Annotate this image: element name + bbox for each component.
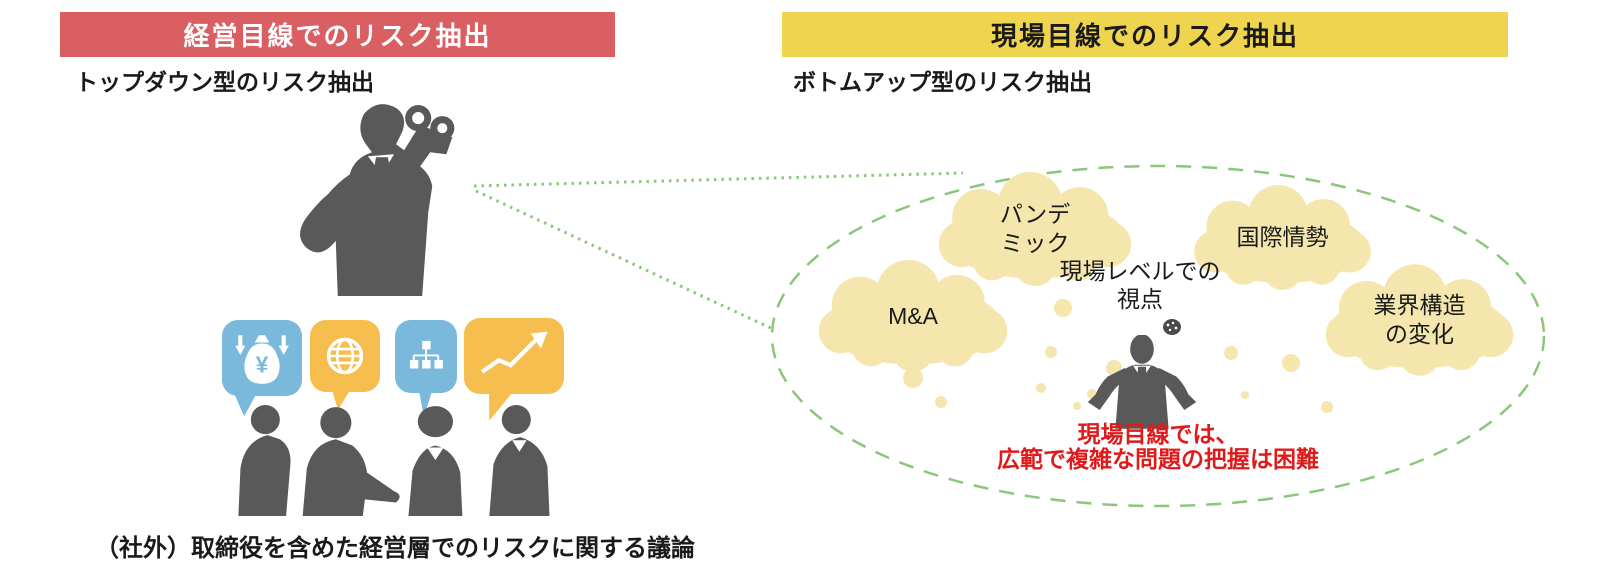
brain-scribble-icon bbox=[1163, 319, 1181, 335]
management-header-label: 経営目線でのリスク抽出 bbox=[183, 21, 492, 51]
field-header-label: 現場目線でのリスク抽出 bbox=[990, 21, 1299, 51]
speech-bubble-organization bbox=[395, 320, 457, 417]
cloud-label: パンデ bbox=[999, 201, 1071, 228]
bubble-tail bbox=[332, 390, 350, 410]
org-chart-icon bbox=[409, 340, 443, 368]
field-limitation-warning: 現場目線では、 広範で複雑な問題の把握は困難 bbox=[958, 422, 1358, 472]
cloud-label: 国際情勢 bbox=[1236, 224, 1329, 251]
topdown-subtitle: トップダウン型のリスク抽出 bbox=[75, 69, 374, 95]
field-level-viewpoint-line1: 現場レベルでの bbox=[1059, 258, 1221, 284]
bottomup-subtitle: ボトムアップ型のリスク抽出 bbox=[793, 69, 1092, 95]
sight-line-upper bbox=[473, 171, 964, 188]
speech-bubble-finance: ¥ bbox=[222, 320, 302, 418]
field-header-bar: 現場目線でのリスク抽出 bbox=[782, 12, 1508, 57]
pandemic-cloud: パンデ ミック bbox=[935, 170, 1135, 288]
field-level-viewpoint-label: 現場レベルでの 視点 bbox=[1030, 258, 1250, 313]
warning-line2: 広範で複雑な問題の把握は困難 bbox=[997, 445, 1319, 472]
board-discussion-caption: （社外）取締役を含めた経営層でのリスクに関する議論 bbox=[95, 535, 695, 562]
field-person-icon bbox=[1087, 335, 1197, 429]
globe-icon bbox=[326, 337, 364, 375]
cloud-label-line2: の変化 bbox=[1385, 321, 1454, 347]
growth-arrow-icon bbox=[480, 331, 548, 374]
discussion-group-icon bbox=[238, 405, 550, 516]
money-bag-icon: ¥ bbox=[235, 335, 289, 384]
speech-bubble-growth bbox=[464, 318, 564, 424]
cloud-label-line2: ミック bbox=[1000, 230, 1070, 256]
management-header-bar: 経営目線でのリスク抽出 bbox=[60, 12, 615, 57]
speech-bubble-global bbox=[310, 320, 380, 410]
international-cloud: 国際情勢 bbox=[1185, 185, 1380, 290]
field-level-viewpoint-line2: 視点 bbox=[1117, 285, 1163, 312]
industry-structure-cloud: 業界構造 の変化 bbox=[1322, 260, 1517, 380]
ma-cloud: M&A bbox=[808, 260, 1018, 372]
binoculars-person-icon bbox=[300, 104, 455, 296]
warning-line1: 現場目線では、 bbox=[1077, 421, 1239, 447]
cloud-label: M&A bbox=[888, 302, 938, 329]
yen-symbol: ¥ bbox=[256, 351, 269, 377]
sight-line-lower bbox=[475, 189, 776, 332]
cloud-label: 業界構造 bbox=[1373, 292, 1466, 319]
